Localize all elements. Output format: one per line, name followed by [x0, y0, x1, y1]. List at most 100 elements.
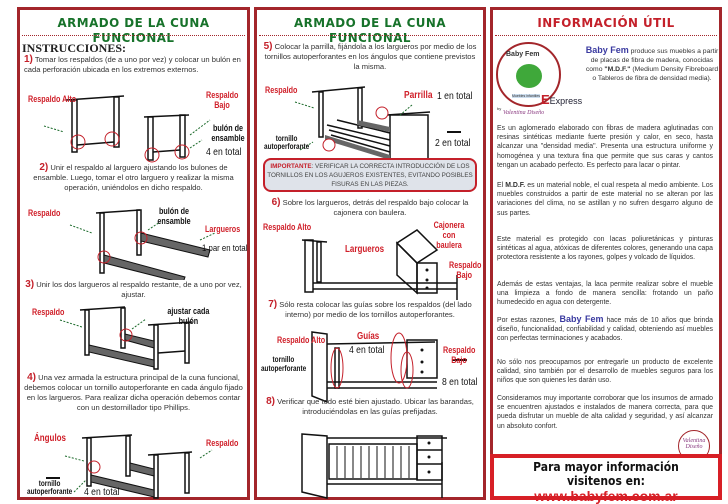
label-respaldo-bajo: Respaldo Bajo	[449, 260, 482, 280]
logo-subtitle: Muebles infantiles	[512, 94, 541, 98]
logo-mascot	[516, 64, 542, 88]
step-number: 2)	[39, 162, 49, 173]
label-ajustar-bulon: ajustar cada bulón	[167, 306, 210, 326]
brand-name: Baby Fem	[585, 45, 629, 55]
website-link[interactable]: www.babyfem.com.ar	[534, 488, 678, 504]
label-largueros: Largueros	[345, 244, 385, 255]
step-text: Sólo resta colocar las guías sobre los r…	[279, 300, 472, 319]
step-7: 7) Sólo resta colocar las guías sobre lo…	[261, 300, 479, 320]
step-text: Unir el respaldo al larguero ajustando l…	[33, 163, 234, 192]
label-respaldo-alto: Respaldo Alto	[263, 222, 312, 232]
step-text: Tomar los respaldos (de a uno por vez) y…	[24, 55, 241, 74]
important-text: : VERIFICAR LA CORRECTA INTRODUCCIÓN DE …	[267, 163, 473, 188]
quantity-label: 1 par en total	[202, 243, 248, 254]
label-tornillo: tornillo autoperforante	[264, 134, 310, 151]
label-guias: Guías	[357, 331, 380, 342]
panel-title: INFORMACIÓN ÚTIL	[537, 15, 675, 30]
important-label: IMPORTANTE	[270, 163, 312, 170]
step-number: 7)	[268, 299, 278, 310]
paragraph-7: Consideramos muy importante corroborar q…	[497, 395, 713, 430]
quantity-label: 2 en total	[435, 137, 471, 149]
step-6: 6) Sobre los largueros, detrás del respa…	[261, 198, 479, 218]
diagram-join-rails	[59, 306, 193, 370]
paragraph-5: Por estas razones, Baby Fem hace más de …	[497, 314, 713, 344]
label-respaldo: Respaldo	[32, 307, 65, 317]
step-8: 8) Verificar que todo esté bien ajustado…	[263, 397, 477, 417]
logo-express: EExpress	[541, 92, 583, 107]
step-number: 1)	[24, 54, 33, 65]
intro-text-1: produce sus muebles a partir de placas d…	[585, 48, 719, 73]
step-number: 6)	[271, 197, 281, 208]
label-tornillo: tornillo autoperforante	[27, 479, 73, 496]
quantity-label: 4 en total	[84, 486, 120, 498]
p2-c: es un material noble, el cual respeta al…	[497, 182, 713, 217]
diagram-backrests	[43, 95, 211, 163]
logo-express-text: Express	[549, 96, 583, 106]
diagram-slats	[294, 86, 461, 160]
diagram-backrest-rails	[69, 209, 216, 280]
diagram-finished-crib	[301, 433, 447, 499]
step-4: 4) Una vez armada la estructura principa…	[24, 373, 243, 413]
panel-title: ARMADO DE LA CUNA FUNCIONAL	[294, 15, 446, 45]
step-1: 1) Tomar los respaldos (de a uno por vez…	[24, 55, 241, 75]
instructions-heading: INSTRUCCIONES:	[22, 41, 127, 55]
paragraph-2: El M.D.F. es un material noble, el cual …	[497, 181, 713, 218]
panel-title: ARMADO DE LA CUNA FUNCIONAL	[57, 15, 210, 45]
paragraph-6: No sólo nos preocupamos por entregarle u…	[497, 359, 713, 385]
label-respaldo-bajo: Respaldo Bajo	[206, 90, 239, 110]
paragraph-3: Este material es protegido con lacas pol…	[497, 236, 713, 262]
brand-name: Baby Fem	[559, 314, 604, 324]
step-text: Verificar que todo esté bien ajustado. U…	[277, 397, 474, 416]
quantity-label: 8 en total	[442, 376, 478, 388]
step-2: 2) Unir el respaldo al larguero ajustand…	[24, 163, 243, 193]
divider	[22, 35, 245, 36]
step-number: 8)	[266, 396, 276, 407]
paragraph-4: Además de estas ventajas, la laca permit…	[497, 281, 713, 307]
divider	[259, 35, 481, 36]
p2-a: El	[497, 182, 506, 189]
p5-c: hace más de 10 años que brinda diseño, f…	[497, 317, 713, 343]
label-parrilla: Parrilla	[404, 89, 433, 101]
logo-signature: Valentina Diseño	[503, 110, 545, 116]
intro-text: Baby Fem produce sus muebles a partir de…	[585, 46, 719, 83]
label-respaldo: Respaldo	[28, 208, 61, 218]
step-3: 3) Unir los dos largueros al respaldo re…	[24, 280, 243, 300]
label-tornillo: tornillo autoperforante	[261, 355, 307, 373]
step-text: Unir los dos largueros al respaldo resta…	[36, 280, 242, 299]
quantity-label: 4 en total	[349, 344, 385, 356]
step-number: 5)	[263, 41, 273, 52]
p2-b: M.D.F.	[505, 182, 526, 189]
step-number: 3)	[25, 279, 35, 290]
diagram-guides	[311, 331, 467, 404]
label-respaldo: Respaldo	[265, 85, 298, 95]
quantity-label: 4 en total	[206, 146, 242, 158]
intro-text-2: (Medium Density Fibreboard o Tableros de…	[592, 66, 719, 82]
step-text: Sobre los largueros, detrás del respaldo…	[282, 198, 469, 217]
mdf-label: "M.D.F."	[604, 66, 631, 73]
label-bulon-ensamble: bulón de ensamble	[211, 123, 245, 143]
paragraph-1: Es un aglomerado elaborado con fibras de…	[497, 125, 713, 169]
footer-banner: Para mayor información visitenos en: www…	[490, 454, 722, 504]
label-cajonera: Cajonera con baulera	[433, 220, 465, 250]
quantity-label: 1 en total	[437, 90, 473, 102]
label-largueros: Largueros	[205, 224, 241, 234]
diagram-angles	[46, 434, 213, 499]
babyfem-logo: Baby Fem Muebles infantiles	[496, 42, 561, 107]
label-respaldo-alto: Respaldo Alto	[277, 335, 326, 345]
label-angulos: Ángulos	[34, 433, 66, 444]
label-bulon-ensamble: bulón de ensamble	[157, 206, 191, 226]
step-5: 5) Colocar la parrilla, fijándola a los …	[261, 42, 479, 72]
middle-panel: ARMADO DE LA CUNA FUNCIONAL 5) Colocar l…	[254, 7, 486, 500]
left-panel: ARMADO DE LA CUNA FUNCIONAL INSTRUCCIONE…	[17, 7, 250, 500]
step-number: 4)	[27, 372, 36, 383]
important-notice: IMPORTANTE: VERIFICAR LA CORRECTA INTROD…	[263, 158, 477, 192]
logo-brand: Baby Fem	[506, 51, 540, 58]
label-respaldo: Respaldo	[206, 438, 239, 448]
step-text: Colocar la parrilla, fijándola a los lar…	[264, 42, 477, 71]
label-respaldo-bajo: Respaldo Bajo	[443, 345, 476, 365]
p5-a: Por estas razones,	[497, 317, 560, 324]
diagram-drawer-unit	[301, 229, 458, 300]
divider	[495, 35, 717, 36]
logo-by: by	[497, 106, 502, 111]
right-panel: INFORMACIÓN ÚTIL Baby Fem Muebles infant…	[490, 7, 722, 504]
